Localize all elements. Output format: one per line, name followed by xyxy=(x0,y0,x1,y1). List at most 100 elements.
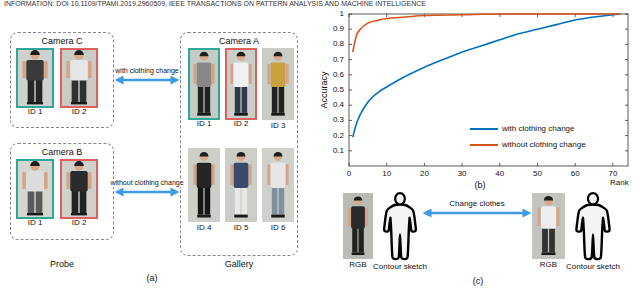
legend-row: with clothing change xyxy=(470,124,575,133)
person-shoes xyxy=(27,102,43,104)
double-arrow xyxy=(119,191,175,194)
image-caption: Contour sketch xyxy=(373,262,427,271)
person-torso xyxy=(234,62,249,86)
image-caption: ID 1 xyxy=(28,107,43,116)
person-head xyxy=(200,52,208,60)
accuracy-chart xyxy=(349,14,628,166)
person-leg xyxy=(242,85,248,112)
person-image-tile: ID 5 xyxy=(225,148,257,222)
person-hair xyxy=(74,50,84,55)
image xyxy=(570,191,616,261)
image xyxy=(188,148,220,222)
sketch-background xyxy=(378,191,422,261)
person-image-tile: ID 4 xyxy=(188,148,220,222)
tick-label: 30 xyxy=(458,169,467,178)
person-leg xyxy=(28,190,35,213)
person-head xyxy=(31,51,40,60)
tick-label: 50 xyxy=(533,169,542,178)
contour-head xyxy=(588,193,598,204)
person-leg xyxy=(36,190,43,213)
person-hair xyxy=(74,161,84,166)
person-shoes xyxy=(197,215,211,218)
panel-label: (b) xyxy=(475,180,486,190)
image xyxy=(60,159,98,219)
person-arm xyxy=(88,172,91,189)
person-hair xyxy=(544,196,553,201)
person-hair xyxy=(237,52,246,56)
person-head xyxy=(354,197,362,205)
tick-mark xyxy=(625,44,628,45)
person-leg xyxy=(359,227,364,252)
person-image-tile: RGB xyxy=(343,193,373,259)
photo-background xyxy=(60,48,98,108)
person-shoes xyxy=(542,252,556,255)
person-leg xyxy=(36,79,43,102)
tick-mark xyxy=(349,59,352,60)
tick-label: 40 xyxy=(495,169,504,178)
person-arm xyxy=(22,172,25,189)
person-leg xyxy=(80,79,87,102)
person-leg xyxy=(205,85,211,112)
image-caption: ID 3 xyxy=(271,121,286,130)
person-torso xyxy=(234,163,249,188)
image-caption: ID 5 xyxy=(234,223,249,232)
person-arm xyxy=(230,164,233,185)
person-shoes xyxy=(271,113,285,116)
image xyxy=(343,193,373,259)
person-leg xyxy=(272,186,278,214)
person-arm xyxy=(212,64,215,84)
image xyxy=(532,193,565,259)
tick-mark xyxy=(625,150,628,151)
tick-mark xyxy=(462,163,463,166)
photo-background xyxy=(188,148,220,222)
accuracy-curve xyxy=(353,14,621,137)
person-leg xyxy=(235,85,241,112)
photo-background xyxy=(225,48,257,120)
person-hair xyxy=(200,52,209,56)
person-hair xyxy=(354,196,362,200)
person-leg xyxy=(205,186,211,214)
tick-label: 70 xyxy=(608,169,617,178)
person-leg xyxy=(279,85,285,112)
tick-mark xyxy=(625,105,628,106)
image-caption: ID 4 xyxy=(197,223,212,232)
person-head xyxy=(31,162,40,171)
person-torso xyxy=(26,171,43,191)
person-torso xyxy=(70,60,87,80)
person-leg xyxy=(279,186,285,214)
person-shoes xyxy=(234,215,248,218)
person-image-tile: RGB xyxy=(532,193,565,259)
camera-group-box: Camera CID 1ID 2 xyxy=(10,32,114,128)
tick-mark xyxy=(349,14,352,15)
person-hair xyxy=(30,161,40,166)
tick-mark xyxy=(625,14,628,15)
person-arm xyxy=(365,208,368,226)
tick-label: 0.8 xyxy=(333,40,344,49)
person-arm xyxy=(348,208,351,226)
person-torso xyxy=(541,206,556,228)
person-arm xyxy=(66,172,69,189)
image xyxy=(188,48,220,120)
camera-group-box: Camera BID 1ID 2 xyxy=(10,143,114,240)
person-shoes xyxy=(27,213,43,215)
photo-background xyxy=(225,148,257,222)
person-arm xyxy=(193,64,196,84)
tick-mark xyxy=(625,120,628,121)
person-hair xyxy=(237,152,246,156)
photo-background xyxy=(16,48,54,108)
camera-label: Camera A xyxy=(181,36,297,46)
tick-mark xyxy=(349,120,352,121)
tick-mark xyxy=(349,44,352,45)
person-leg xyxy=(242,186,248,214)
person-shoes xyxy=(71,213,87,215)
person-head xyxy=(237,52,245,60)
double-arrow xyxy=(427,212,527,215)
image xyxy=(225,48,257,120)
image xyxy=(262,48,294,120)
tick-label: 0.9 xyxy=(333,25,344,34)
camera-label: Camera C xyxy=(11,36,113,46)
person-image-tile: ID 6 xyxy=(262,148,294,222)
person-leg xyxy=(352,227,357,252)
person-arm xyxy=(538,208,541,226)
